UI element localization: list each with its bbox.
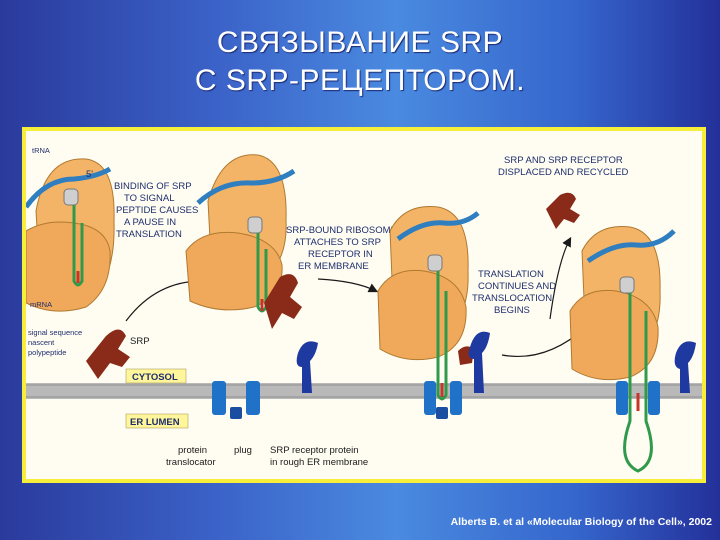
trna-stage-3 bbox=[427, 254, 443, 272]
recycle-caption-1: SRP AND SRP RECEPTOR bbox=[504, 155, 623, 166]
continue-caption-1: TRANSLATION bbox=[478, 269, 544, 280]
protein-translocator-2 bbox=[424, 381, 462, 419]
mrna-stage-4 bbox=[586, 229, 676, 264]
srp-label: SRP bbox=[130, 336, 150, 347]
cytosol-label: CYTOSOL bbox=[125, 368, 187, 384]
er-membrane bbox=[26, 383, 702, 399]
plug bbox=[230, 407, 242, 419]
trna-label: tRNA bbox=[32, 146, 50, 155]
srp-receptor-1 bbox=[296, 341, 318, 393]
signal-sequence-label: signal sequence bbox=[28, 328, 82, 337]
srp-diagram: CYTOSOL ER LUMEN tRNA 5' mRNA signal seq… bbox=[22, 127, 706, 483]
srp-receptor-stage-3 bbox=[468, 331, 490, 393]
binding-caption-1: BINDING OF SRP bbox=[114, 181, 192, 192]
ribosome-stage-4 bbox=[569, 226, 661, 381]
recycle-caption-2: DISPLACED AND RECYCLED bbox=[498, 167, 629, 178]
receptor-label-2: in rough ER membrane bbox=[270, 457, 368, 468]
continue-caption-3: TRANSLOCATION bbox=[472, 293, 552, 304]
slide-title-line-2: С SRP-РЕЦЕПТОРОМ. bbox=[194, 64, 526, 97]
five-prime-label: 5' bbox=[86, 169, 93, 180]
protein-translocator-1 bbox=[212, 381, 260, 419]
slide-title-line-1: СВЯЗЫВАНИЕ SRP bbox=[216, 26, 504, 59]
citation: Alberts B. et al «Molecular Biology of t… bbox=[450, 516, 712, 528]
nascent-chain-stage-1 bbox=[72, 205, 84, 287]
attach-caption-2: ATTACHES TO SRP bbox=[294, 237, 381, 248]
continue-caption-2: CONTINUES AND bbox=[478, 281, 556, 292]
binding-caption-5: TRANSLATION bbox=[116, 229, 182, 240]
binding-caption-3: PEPTIDE CAUSES bbox=[116, 205, 198, 216]
attach-caption-3: RECEPTOR IN bbox=[308, 249, 373, 260]
mrna-stage-1 bbox=[26, 166, 112, 209]
protein-label: protein bbox=[178, 445, 207, 456]
svg-text:CYTOSOL: CYTOSOL bbox=[132, 372, 178, 383]
er-lumen-label: ER LUMEN bbox=[125, 413, 189, 429]
binding-caption-2: TO SIGNAL bbox=[124, 193, 175, 204]
mrna-label: mRNA bbox=[30, 300, 52, 309]
trna-stage-1 bbox=[63, 188, 79, 206]
srp-bound-stage-2 bbox=[264, 274, 302, 329]
plug-label: plug bbox=[234, 445, 252, 456]
nascent-chain-stage-4 bbox=[623, 293, 653, 473]
arrow-2 bbox=[317, 278, 379, 293]
svg-text:ER LUMEN: ER LUMEN bbox=[130, 417, 180, 428]
translocator-label: translocator bbox=[166, 457, 216, 468]
ribosome-stage-2 bbox=[185, 154, 287, 311]
ribosome-stage-3 bbox=[377, 206, 469, 361]
continue-caption-4: BEGINS bbox=[494, 305, 530, 316]
srp-receptor-stage-4 bbox=[674, 341, 696, 393]
mrna-stage-3 bbox=[396, 211, 480, 242]
trna-stage-2 bbox=[247, 216, 263, 234]
polypeptide-label: polypeptide bbox=[28, 348, 66, 357]
binding-caption-4: A PAUSE IN bbox=[124, 217, 176, 228]
diagram-canvas: CYTOSOL ER LUMEN tRNA 5' mRNA signal seq… bbox=[26, 146, 702, 473]
trna-stage-4 bbox=[619, 276, 635, 294]
nascent-chain-stage-3 bbox=[436, 271, 448, 401]
protein-translocator-3 bbox=[616, 381, 660, 415]
srp-recycled bbox=[546, 192, 580, 229]
srp-free bbox=[86, 329, 130, 379]
receptor-label-1: SRP receptor protein bbox=[270, 445, 359, 456]
attach-caption-4: ER MEMBRANE bbox=[298, 261, 369, 272]
arrow-4 bbox=[549, 236, 572, 320]
attach-caption-1: SRP-BOUND RIBOSOME bbox=[286, 225, 397, 236]
mrna-stage-2 bbox=[196, 168, 296, 205]
nascent-label: nascent bbox=[28, 338, 55, 347]
ribosome-stage-1 bbox=[26, 158, 115, 312]
